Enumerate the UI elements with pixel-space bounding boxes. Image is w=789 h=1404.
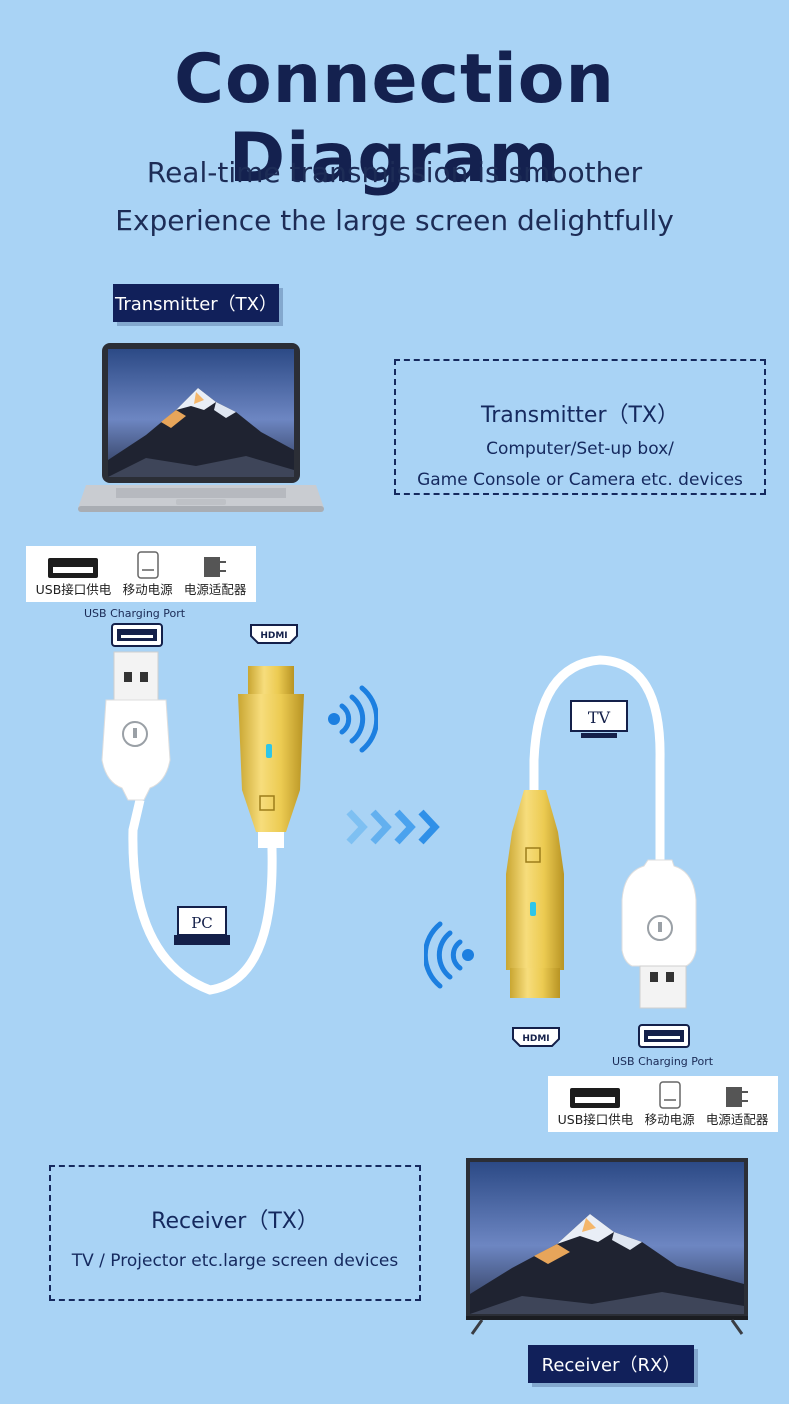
pc-icon: PC — [174, 906, 230, 945]
power-adapter-icon — [204, 557, 227, 577]
tx-power-options-card: USB接口供电 移动电源 电源适配器 — [26, 546, 256, 602]
rx-box-line-1: TV / Projector etc.large screen devices — [71, 1251, 399, 1271]
tx-hdmi-text: HDMI — [260, 631, 287, 641]
rx-box-title: Receiver（TX） — [151, 1209, 319, 1234]
pc-icon-label: PC — [191, 914, 213, 932]
usb-power-label: USB接口供电 — [35, 582, 112, 597]
rx-power-options-card: USB接口供电 移动电源 电源适配器 — [548, 1076, 778, 1132]
mobile-power-option: 移动电源 — [123, 551, 173, 598]
tx-wifi-signal-icon — [328, 685, 378, 753]
usb-power-option: USB接口供电 — [35, 557, 112, 598]
mobile-power-label: 移动电源 — [122, 582, 173, 597]
tx-hdmi-icon: HDMI — [250, 624, 298, 644]
tx-box-line-1: Computer/Set-up box/ — [486, 439, 674, 459]
rx-hdmi-text: HDMI — [522, 1034, 549, 1044]
rx-usb-power-option: USB接口供电 — [557, 1087, 634, 1128]
transmission-arrows-icon — [346, 809, 440, 845]
rx-usb-power-label: USB接口供电 — [557, 1112, 634, 1127]
rx-wifi-signal-icon — [424, 921, 474, 989]
adapter-power-label: 电源适配器 — [183, 582, 247, 597]
rx-dongle-illustration — [506, 655, 697, 1009]
tv-icon-label: TV — [588, 708, 611, 727]
rx-usb-charging-port-label: USB Charging Port — [612, 1055, 714, 1068]
subtitle-line-1: Real-time transmission is smoother — [146, 156, 643, 189]
power-bank-icon — [136, 551, 159, 579]
rx-info-box: Receiver（TX） TV / Projector etc.large sc… — [49, 1165, 421, 1301]
transmitter-tag: Transmitter（TX） — [113, 284, 279, 322]
tx-info-box: Transmitter（TX） Computer/Set-up box/ Gam… — [394, 359, 766, 495]
rx-adapter-power-label: 电源适配器 — [705, 1112, 769, 1127]
page-title: Connection Diagram — [174, 40, 615, 198]
rx-usb-port-icon — [638, 1024, 690, 1048]
rx-mobile-power-label: 移动电源 — [644, 1112, 695, 1127]
receiver-tag: Receiver（RX） — [528, 1345, 694, 1383]
rx-power-adapter-icon — [726, 1087, 749, 1107]
rx-hdmi-icon: HDMI — [512, 1027, 560, 1047]
rx-mobile-power-option: 移动电源 — [645, 1081, 695, 1128]
rx-power-bank-icon — [658, 1081, 681, 1109]
adapter-power-option: 电源适配器 — [183, 555, 247, 598]
tx-dongle-illustration — [101, 651, 304, 995]
tv-illustration — [466, 1158, 748, 1335]
tv-icon: TV — [570, 700, 628, 738]
subtitle-line-2: Experience the large screen delightfully — [115, 204, 674, 237]
tx-usb-charging-port-label: USB Charging Port — [84, 607, 186, 620]
rx-usb-port-small-icon — [570, 1088, 621, 1108]
tx-usb-port-icon — [111, 623, 163, 647]
tx-box-line-2: Game Console or Camera etc. devices — [417, 470, 743, 490]
laptop-illustration — [78, 343, 324, 512]
rx-adapter-power-option: 电源适配器 — [705, 1085, 769, 1128]
usb-port-icon — [48, 558, 99, 578]
tx-box-title: Transmitter（TX） — [480, 403, 680, 428]
